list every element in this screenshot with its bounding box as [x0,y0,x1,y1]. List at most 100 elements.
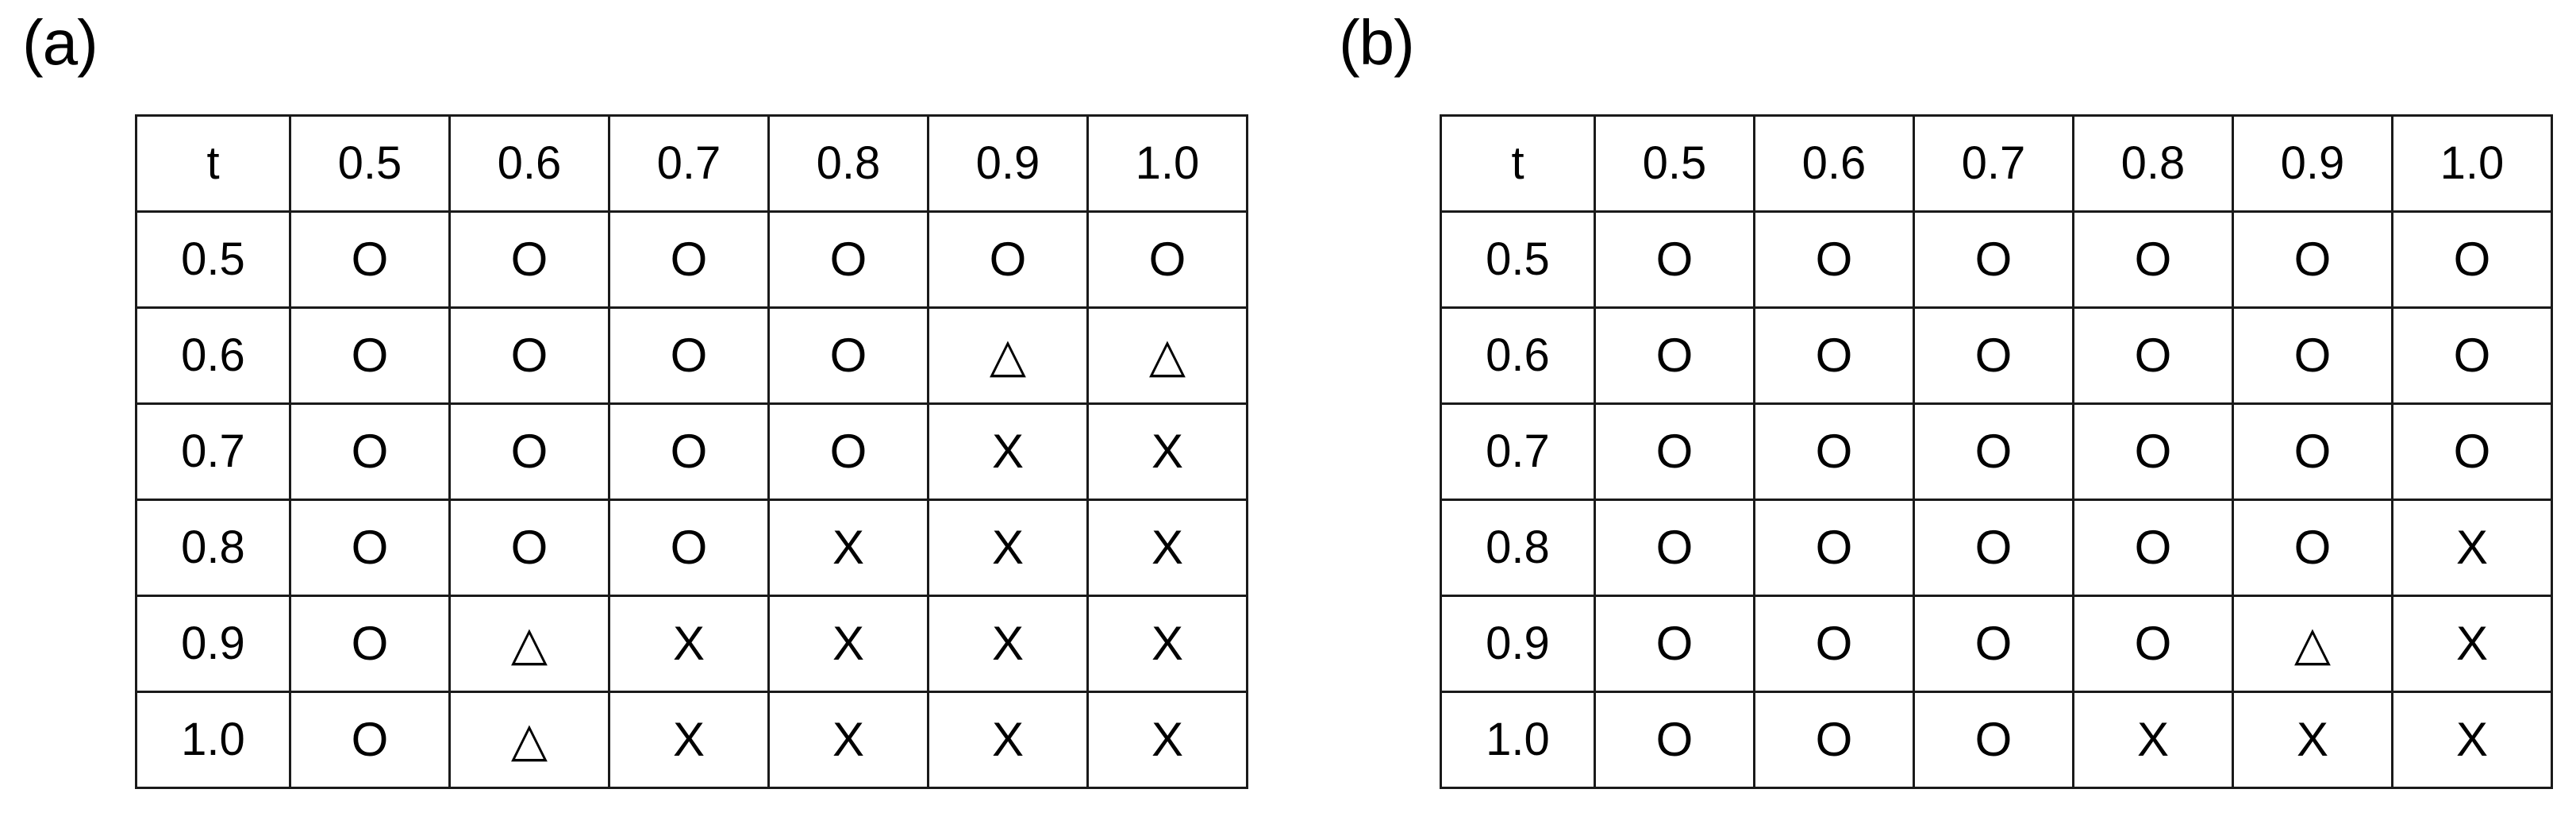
result-cell: O [1753,306,1915,405]
table-row: 0.9 O △ X X X X [135,595,1248,693]
result-cell: O [2232,306,2393,405]
result-cell: O [1086,210,1248,309]
column-header-cell: 0.5 [289,114,451,213]
row-header-cell: 0.9 [1440,595,1596,693]
table-row: 0.6 O O O O △ △ [135,306,1248,405]
table-row: 0.9 O O O O △ X [1440,595,2553,693]
result-cell: O [767,210,929,309]
result-cell: O [2072,499,2234,597]
result-cell: O [1913,402,2074,501]
row-header-cell: 0.6 [135,306,291,405]
row-header-cell: 0.6 [1440,306,1596,405]
panel-b: (b) t 0.5 0.6 0.7 0.8 0.9 1.0 0.5 O [1288,0,2576,820]
result-cell: △ [927,306,1089,405]
result-cell: O [1753,499,1915,597]
result-cell: △ [448,595,610,693]
result-cell: O [767,306,929,405]
result-cell: X [767,595,929,693]
result-cell: O [289,691,451,789]
result-cell: O [289,402,451,501]
result-cell: O [1913,499,2074,597]
table-header-row: t 0.5 0.6 0.7 0.8 0.9 1.0 [1440,114,2553,213]
row-header-cell: 0.8 [135,499,291,597]
row-header-cell: 1.0 [135,691,291,789]
result-cell: O [2072,595,2234,693]
result-cell: O [927,210,1089,309]
result-cell: O [2232,210,2393,309]
table-row: 0.7 O O O O O O [1440,402,2553,501]
result-cell: O [1753,210,1915,309]
result-cell: O [2072,306,2234,405]
column-header-cell: 0.7 [608,114,770,213]
result-cell: X [927,499,1089,597]
result-cell: X [608,691,770,789]
result-cell: O [1753,691,1915,789]
result-cell: X [927,595,1089,693]
result-cell: O [1913,210,2074,309]
table-row: 0.5 O O O O O O [135,210,1248,309]
column-header-cell: 0.9 [927,114,1089,213]
result-cell: O [608,402,770,501]
panel-b-table: t 0.5 0.6 0.7 0.8 0.9 1.0 0.5 O O O O O … [1440,114,2553,789]
column-header-cell: 0.8 [2072,114,2234,213]
result-cell: X [927,402,1089,501]
result-cell: X [767,499,929,597]
row-header-cell: 1.0 [1440,691,1596,789]
result-cell: X [2391,499,2553,597]
result-cell: O [2072,210,2234,309]
result-cell: O [1913,691,2074,789]
result-cell: O [1753,402,1915,501]
result-cell: O [1594,595,1755,693]
result-cell: O [448,402,610,501]
table-header-row: t 0.5 0.6 0.7 0.8 0.9 1.0 [135,114,1248,213]
result-cell: X [1086,499,1248,597]
column-header-cell: 0.9 [2232,114,2393,213]
result-cell: O [289,210,451,309]
row-header-cell: 0.8 [1440,499,1596,597]
result-cell: X [2391,595,2553,693]
table-row: 0.8 O O O X X X [135,499,1248,597]
column-header-cell: 0.8 [767,114,929,213]
result-cell: O [1913,595,2074,693]
result-cell: X [1086,402,1248,501]
result-cell: O [1594,402,1755,501]
result-cell: X [927,691,1089,789]
result-cell: X [1086,595,1248,693]
panel-a-label: (a) [22,7,98,78]
result-cell: O [289,306,451,405]
result-cell: O [767,402,929,501]
result-cell: X [2391,691,2553,789]
result-cell: X [1086,691,1248,789]
column-header-cell: 0.6 [448,114,610,213]
result-cell: X [2232,691,2393,789]
result-cell: O [448,306,610,405]
result-cell: O [448,499,610,597]
result-cell: O [2232,499,2393,597]
panel-b-label: (b) [1339,7,1415,78]
table-row: 0.8 O O O O O X [1440,499,2553,597]
result-cell: O [1913,306,2074,405]
table-row: 0.7 O O O O X X [135,402,1248,501]
table-row: 1.0 O O O X X X [1440,691,2553,789]
result-cell: O [1594,210,1755,309]
panel-a: (a) t 0.5 0.6 0.7 0.8 0.9 1.0 0.5 O [22,7,1248,789]
column-header-cell: 1.0 [1086,114,1248,213]
result-cell: O [1594,691,1755,789]
result-cell: O [448,210,610,309]
panel-a-table: t 0.5 0.6 0.7 0.8 0.9 1.0 0.5 O O O O O … [135,114,1248,789]
result-cell: O [289,595,451,693]
result-cell: O [289,499,451,597]
table-row: 0.6 O O O O O O [1440,306,2553,405]
row-header-cell: 0.5 [135,210,291,309]
column-header-cell: 0.5 [1594,114,1755,213]
corner-header-cell: t [135,114,291,213]
result-cell: O [1594,306,1755,405]
corner-header-cell: t [1440,114,1596,213]
result-cell: X [767,691,929,789]
result-cell: O [608,499,770,597]
result-cell: O [2232,402,2393,501]
table-row: 1.0 O △ X X X X [135,691,1248,789]
result-cell: O [608,210,770,309]
table-row: 0.5 O O O O O O [1440,210,2553,309]
